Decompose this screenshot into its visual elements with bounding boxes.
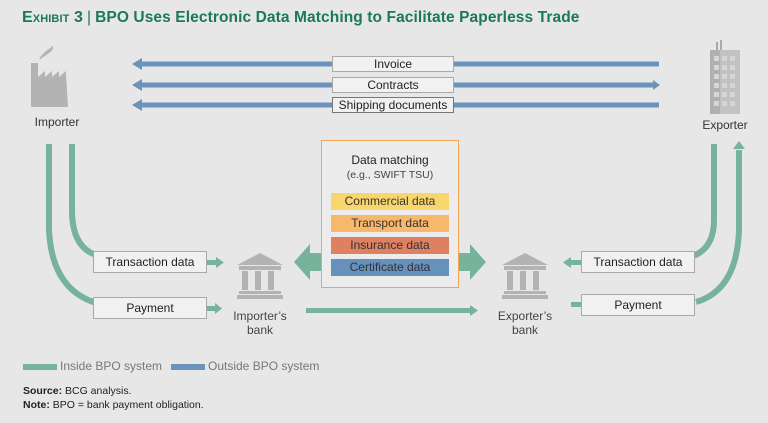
left-small-arrows bbox=[207, 257, 224, 314]
legend-outside-swatch bbox=[171, 363, 205, 370]
left-green-flows bbox=[46, 144, 101, 307]
exporter-bank-label: Exporter’s bank bbox=[487, 309, 563, 337]
exporter-payment: Payment bbox=[581, 294, 695, 316]
data-matching-box: Data matching (e.g., SWIFT TSU) Commerci… bbox=[321, 140, 459, 288]
exporter-bank-label-line2: bank bbox=[511, 323, 539, 337]
document-contracts: Contracts bbox=[332, 77, 454, 93]
exhibit-title: Exhibit 3|BPO Uses Electronic Data Match… bbox=[22, 9, 580, 27]
exporter-transaction-flow bbox=[688, 144, 717, 260]
exporter-payment-flow bbox=[695, 150, 742, 305]
shipping-arrow-head-left bbox=[132, 99, 142, 111]
exporter-payment-arrow-head bbox=[733, 141, 745, 149]
legend-outside: Outside BPO system bbox=[171, 359, 319, 373]
source-note: Source: BCG analysis. bbox=[23, 385, 132, 397]
legend-outside-label: Outside BPO system bbox=[208, 359, 320, 373]
legend-inside-label: Inside BPO system bbox=[60, 359, 163, 373]
building-icon bbox=[710, 40, 740, 114]
importer-payment-flow bbox=[46, 144, 101, 307]
importer-payment: Payment bbox=[93, 297, 207, 319]
matching-arrow-right bbox=[459, 244, 486, 280]
right-small-arrows bbox=[563, 257, 582, 307]
transport-data: Transport data bbox=[331, 215, 449, 232]
contracts-arrow-head-right bbox=[653, 80, 660, 90]
note: Note: BPO = bank payment obligation. bbox=[23, 399, 204, 411]
commercial-data: Commercial data bbox=[331, 193, 449, 210]
importer-bank-icon bbox=[237, 253, 283, 299]
exporter-bank-icon bbox=[502, 253, 548, 299]
note-text: BPO = bank payment obligation. bbox=[49, 399, 204, 411]
importer-transaction-flow bbox=[69, 144, 101, 259]
matching-arrows bbox=[294, 244, 486, 280]
insurance-data: Insurance data bbox=[331, 237, 449, 254]
legend-inside-swatch bbox=[23, 363, 57, 370]
legend-inside: Inside BPO system bbox=[23, 359, 162, 373]
factory-icon bbox=[31, 45, 68, 107]
document-invoice: Invoice bbox=[332, 56, 454, 72]
importer-transaction-data: Transaction data bbox=[93, 251, 207, 273]
invoice-arrow-head-left bbox=[132, 58, 142, 70]
importer-bank-label-line1: Importer’s bbox=[233, 309, 287, 323]
source-label: Source: bbox=[23, 385, 63, 397]
exporter-bank-label-line1: Exporter’s bbox=[497, 309, 553, 323]
importer-bank-label-line2: bank bbox=[246, 323, 274, 337]
importer-bank-label: Importer’s bank bbox=[222, 309, 298, 337]
document-shipping: Shipping documents bbox=[332, 97, 454, 113]
exporter-label: Exporter bbox=[702, 118, 748, 132]
title-separator: | bbox=[86, 9, 92, 26]
bank-payment-arrow bbox=[306, 305, 478, 316]
note-label: Note: bbox=[23, 399, 50, 411]
exporter-transaction-data: Transaction data bbox=[581, 251, 695, 273]
data-matching-subtitle: (e.g., SWIFT TSU) bbox=[346, 169, 434, 181]
certificate-data: Certificate data bbox=[331, 259, 449, 276]
contracts-arrow-head-left bbox=[132, 79, 142, 91]
data-matching-title: Data matching bbox=[351, 153, 429, 167]
matching-arrow-left bbox=[294, 244, 321, 280]
title-text: BPO Uses Electronic Data Matching to Fac… bbox=[95, 9, 580, 26]
exhibit-number: Exhibit 3 bbox=[22, 9, 83, 26]
source-text: BCG analysis. bbox=[62, 385, 132, 397]
importer-label: Importer bbox=[34, 115, 80, 129]
right-green-flows bbox=[688, 144, 742, 305]
